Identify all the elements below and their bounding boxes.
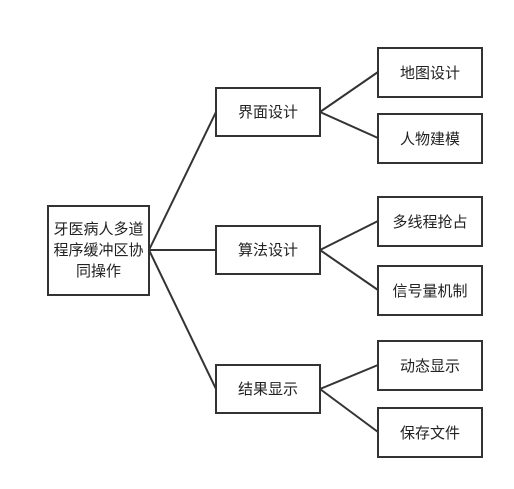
connector-branch-1-leaf-2 — [319, 111, 379, 139]
root-node[interactable]: 牙医病人多道程序缓冲区协同操作 — [47, 205, 150, 296]
connector-branch-2-leaf-1 — [319, 220, 379, 251]
branch-node-label: 界面设计 — [237, 103, 298, 121]
leaf-node-label: 动态显示 — [399, 356, 460, 375]
leaf-node-label: 信号量机制 — [392, 281, 468, 300]
branch-node-label: 算法设计 — [237, 241, 298, 259]
branch-node-algorithm-design[interactable]: 算法设计 — [215, 225, 321, 275]
leaf-node-dynamic-display[interactable]: 动态显示 — [377, 340, 483, 391]
leaf-node-label: 人物建模 — [399, 129, 460, 148]
branch-node-interface-design[interactable]: 界面设计 — [215, 87, 321, 137]
connector-root-branch-1 — [148, 111, 217, 251]
connector-branch-2-leaf-2 — [319, 249, 379, 291]
connector-branch-1-leaf-1 — [319, 71, 379, 113]
branch-node-label: 结果显示 — [237, 380, 298, 398]
branch-node-result-display[interactable]: 结果显示 — [215, 364, 321, 414]
leaf-node-save-file[interactable]: 保存文件 — [377, 407, 483, 458]
leaf-node-semaphore-mechanism[interactable]: 信号量机制 — [377, 265, 483, 316]
connector-root-branch-3 — [148, 249, 217, 390]
root-node-label: 牙医病人多道程序缓冲区协同操作 — [53, 220, 144, 280]
leaf-node-multithread-preemption[interactable]: 多线程抢占 — [377, 196, 483, 247]
leaf-node-map-design[interactable]: 地图设计 — [377, 47, 483, 98]
leaf-node-character-modeling[interactable]: 人物建模 — [377, 113, 483, 164]
connector-branch-3-leaf-1 — [319, 364, 379, 390]
leaf-node-label: 地图设计 — [399, 63, 460, 82]
leaf-node-label: 多线程抢占 — [392, 212, 468, 231]
connector-branch-3-leaf-2 — [319, 388, 379, 433]
leaf-node-label: 保存文件 — [399, 423, 460, 442]
